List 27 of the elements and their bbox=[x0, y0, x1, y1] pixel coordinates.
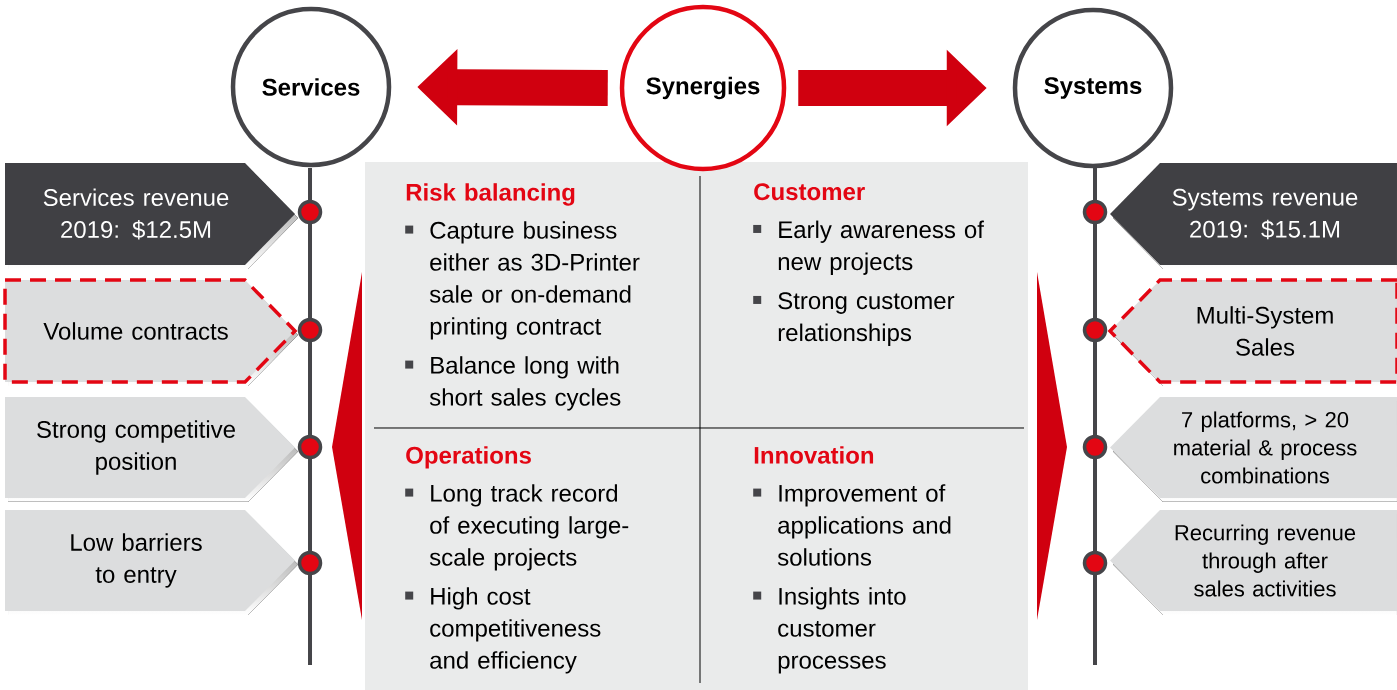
node-label: Customer bbox=[754, 183, 865, 201]
tag-box: Volume contracts bbox=[3, 278, 298, 386]
node-label: Long track record of executing large-scale projects bbox=[429, 484, 629, 571]
tag-box: Systems revenue 2019: $15.1M bbox=[1110, 163, 1397, 269]
node-label: Strong customer relationships bbox=[778, 292, 955, 346]
node-label: High cost competitiveness and efficiency bbox=[430, 587, 601, 674]
text-block: Operations Long track record of executing large-scale projects High cost competitiveness and efficiency bbox=[405, 446, 629, 674]
node-label: Capture business either as 3D-Printer sale or on-demand printing contract bbox=[429, 221, 640, 340]
node-label: Risk balancing bbox=[406, 183, 575, 206]
circle-node: Systems bbox=[1012, 7, 1174, 169]
text-block: Risk balancing Capture business either as 3D-Printer sale or on-demand printing contract Balance long with short sales cycles bbox=[405, 183, 640, 411]
circle-node: Synergies bbox=[619, 4, 787, 172]
node-label: Balance long with short sales cycles bbox=[429, 356, 621, 411]
text-block: Customer Early awareness of new projects Strong customer relationships bbox=[753, 183, 984, 346]
tag-box: 7 platforms, > 20 material & process combinations bbox=[1110, 397, 1397, 502]
text-block: Innovation Improvement of applications and solutions Insights into customer processes bbox=[753, 446, 951, 674]
tag-box: Recurring revenue through after sales activities bbox=[1110, 510, 1397, 615]
node-label: Insights into customer processes bbox=[778, 587, 906, 674]
node-label: Operations bbox=[406, 446, 531, 469]
tag-box: Services revenue 2019: $12.5M bbox=[5, 163, 298, 269]
circle-node: Services bbox=[230, 6, 392, 168]
node-label: Improvement of applications and solutions bbox=[777, 484, 951, 566]
tag-box: Strong competitive position bbox=[5, 397, 298, 502]
tag-box: Low barriers to entry bbox=[5, 510, 298, 615]
node-label: Innovation bbox=[754, 446, 874, 464]
node-label: Early awareness of new projects bbox=[778, 220, 984, 275]
tag-box: Multi-System Sales bbox=[1107, 278, 1397, 386]
